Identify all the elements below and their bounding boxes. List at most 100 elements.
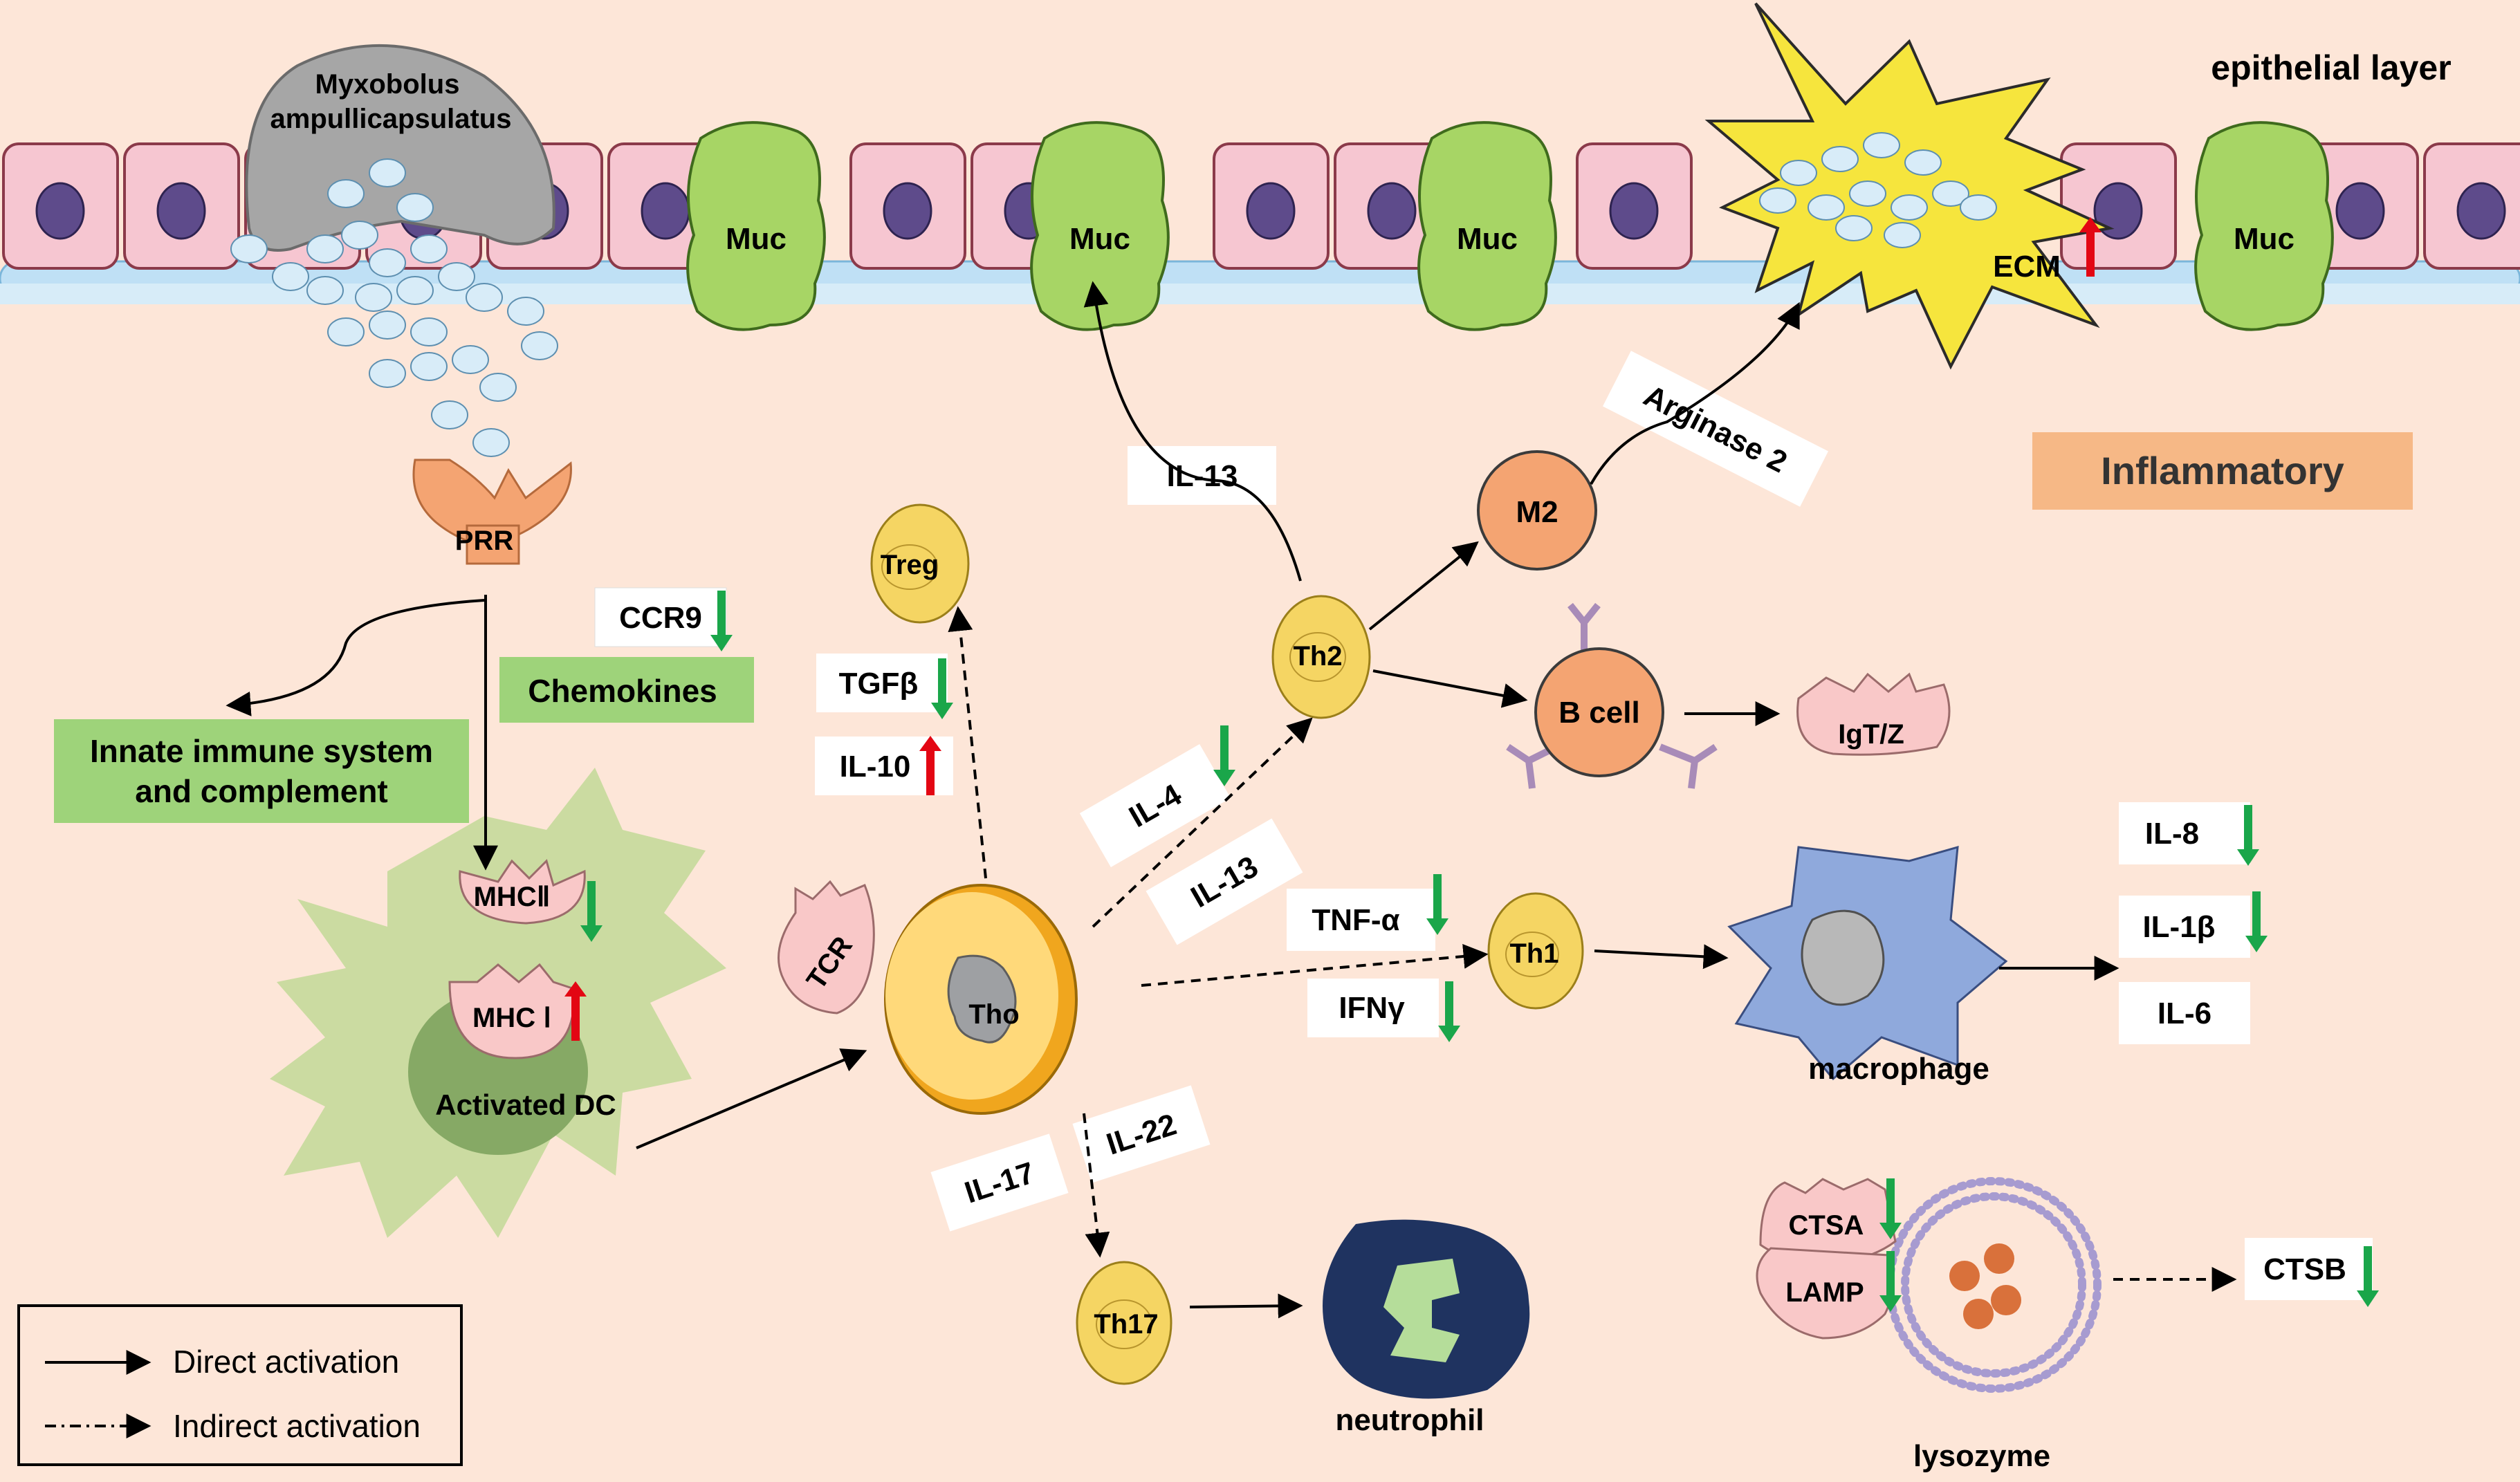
il10-label: IL-10 (840, 750, 911, 784)
macrophage-label: macrophage (1808, 1052, 1989, 1086)
spore (521, 331, 558, 360)
ctsb-box: CTSB (2245, 1238, 2379, 1307)
arrow-dc-to-tho (636, 1048, 867, 1149)
epithelial-cell (2, 142, 119, 270)
th2-cell: Th2 (1271, 595, 1371, 719)
th17-cell: Th17 (1076, 1261, 1172, 1385)
spore (369, 311, 406, 340)
parasite-name-line1: Myxobolus (315, 69, 460, 100)
il22-box: IL-22 (1072, 1085, 1211, 1183)
epithelial-cell (123, 142, 240, 270)
mhc2-label: MHCⅡ (474, 882, 551, 912)
ccr9-label: CCR9 (619, 601, 702, 635)
arrow-th17-to-neutrophil (1189, 1293, 1303, 1319)
mucus-cell: Muc (686, 121, 826, 331)
arrow-prr-to-innate (226, 599, 485, 716)
tnfa-label: TNF-α (1312, 903, 1399, 937)
il13-top-box: IL-13 (1128, 446, 1276, 505)
spore (1759, 187, 1796, 214)
ifng-label: IFNγ (1339, 991, 1405, 1025)
tcr-receptor: TCR (778, 880, 875, 1015)
arrow-tho-to-th1 (1141, 943, 1489, 987)
il6-label: IL-6 (2158, 997, 2211, 1030)
muc-label: Muc (2234, 222, 2294, 256)
macrophage-cell: macrophage (1727, 845, 2008, 1086)
spore (306, 234, 344, 263)
arrow-th1-to-macrophage (1594, 944, 1729, 970)
arrow-m2-to-ecm (1590, 302, 1800, 485)
parasite-name-line2: ampullicapsulatus (270, 104, 512, 134)
spore (1849, 180, 1886, 207)
innate-line1: Innate immune system (90, 733, 433, 769)
spore (327, 179, 365, 208)
spore (369, 158, 406, 187)
ecm-burst: ECM (1704, 2, 2115, 370)
arrows (226, 281, 2237, 1319)
tgfb-box: TGFβ (816, 654, 953, 719)
activated-dc: MHCⅡ MHC Ⅰ Activated DC (270, 768, 726, 1238)
chemokines-box (499, 657, 754, 723)
epithelial-cell (1213, 142, 1330, 270)
spore (1808, 194, 1845, 221)
arrow-th2-to-muc (1083, 281, 1302, 582)
chemokines-label: Chemokines (528, 673, 717, 709)
treg-cell: Treg (870, 503, 970, 624)
legend-indirect-label: Indirect activation (173, 1408, 421, 1444)
il1b-label: IL-1β (2142, 910, 2215, 944)
spore (396, 276, 434, 305)
treg-label: Treg (881, 550, 939, 580)
th1-cell: Th1 (1487, 892, 1584, 1010)
spore (355, 283, 392, 312)
igtz-label: IgT/Z (1838, 719, 1904, 750)
spore (327, 317, 365, 346)
arrow-tho-to-treg (948, 606, 987, 879)
th1-label: Th1 (1509, 938, 1558, 969)
b-cell: B cell (1506, 602, 1718, 789)
il10-box: IL-10 (815, 736, 953, 795)
spore (438, 262, 475, 291)
epithelial-cell (2423, 142, 2520, 270)
arrow-th2-to-bcell (1372, 669, 1528, 708)
ccr9-box: CCR9 (594, 587, 733, 651)
prr-label: PRR (455, 526, 514, 556)
mucus-cell: Muc (1030, 121, 1170, 331)
m2-label: M2 (1516, 495, 1558, 529)
il6-box: IL-6 (2119, 982, 2250, 1044)
spore (1835, 215, 1873, 241)
spore (1932, 180, 1969, 207)
tgfb-label: TGFβ (839, 667, 919, 701)
spore (1780, 160, 1817, 186)
lamp-receptor: LAMP (1756, 1247, 1902, 1340)
spore (1821, 146, 1859, 172)
lysozyme-label: lysozyme (1913, 1439, 2050, 1473)
mucus-cell: Muc (1417, 121, 1557, 331)
neutrophil-label: neutrophil (1335, 1403, 1484, 1437)
innate-line2: and complement (135, 773, 388, 809)
inflammatory-label: Inflammatory (2101, 449, 2344, 492)
il8-label: IL-8 (2145, 817, 2199, 851)
spore (396, 193, 434, 222)
spore (410, 352, 448, 381)
arrow-tho-to-th17 (1083, 1113, 1110, 1258)
ctsb-label: CTSB (2263, 1252, 2346, 1286)
spore (1891, 194, 1928, 221)
spore (479, 373, 517, 402)
spore (1960, 194, 1997, 221)
spore (410, 317, 448, 346)
il17-box: IL-17 (930, 1133, 1069, 1232)
legend-direct-label: Direct activation (173, 1344, 399, 1380)
lamp-label: LAMP (1785, 1277, 1864, 1308)
muc-label: Muc (726, 222, 787, 256)
il1b-box: IL-1β (2119, 891, 2268, 958)
spore (272, 262, 309, 291)
muc-label: Muc (1069, 222, 1130, 256)
neutrophil-cell: neutrophil (1323, 1219, 1530, 1437)
ecm-label: ECM (1993, 250, 2061, 284)
myxobolus-parasite: Myxobolus ampullicapsulatus (230, 44, 558, 457)
mucus-cell: Muc (2194, 121, 2334, 331)
ctsa-label: CTSA (1789, 1210, 1864, 1241)
tho-label: Tho (968, 999, 1019, 1030)
tnfa-box: TNF-α (1287, 874, 1448, 951)
spore (369, 359, 406, 388)
